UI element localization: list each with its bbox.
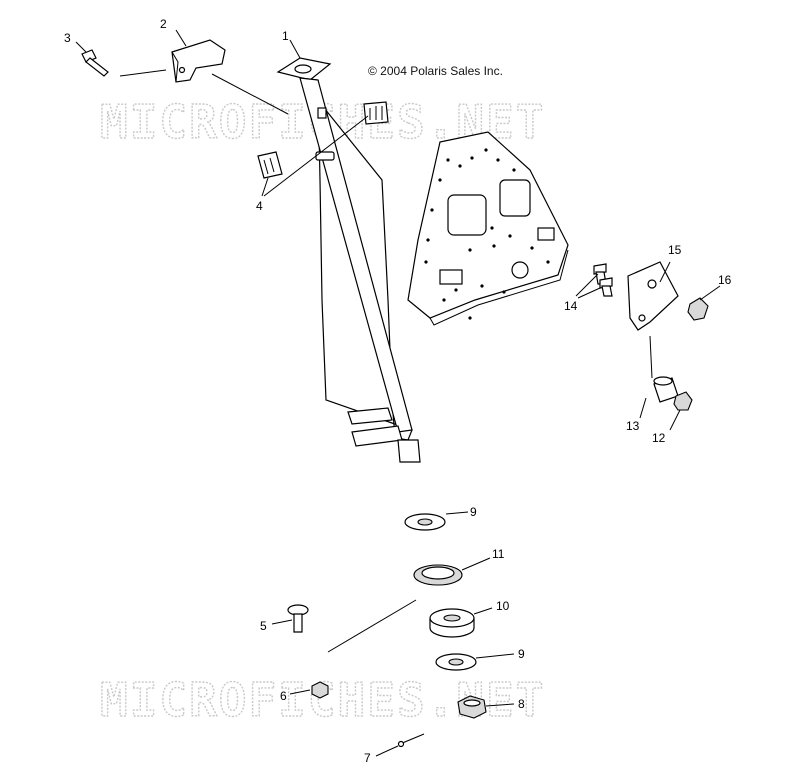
callout-11: 11 — [492, 547, 505, 561]
callout-13: 13 — [626, 419, 640, 433]
spacer-10 — [429, 608, 475, 638]
steering-post — [276, 57, 421, 463]
washer-9b — [435, 653, 477, 671]
callout-14: 14 — [564, 299, 578, 313]
bearing-11 — [413, 564, 463, 586]
callout-5: 5 — [260, 619, 267, 633]
bolt-14b — [599, 277, 613, 297]
callout-16: 16 — [718, 273, 732, 287]
callout-12: 12 — [652, 431, 666, 445]
callout-9b: 9 — [518, 647, 525, 661]
bracket-15 — [627, 261, 679, 331]
bushing-4b — [257, 151, 283, 179]
nut-12 — [673, 391, 693, 411]
callout-8: 8 — [518, 697, 525, 711]
callout-1: 1 — [282, 29, 289, 43]
callout-15: 15 — [668, 243, 682, 257]
copyright-text: © 2004 Polaris Sales Inc. — [368, 64, 503, 78]
bolt-3 — [81, 49, 109, 77]
callout-6: 6 — [280, 689, 287, 703]
leader-lines — [75, 29, 721, 757]
callout-10: 10 — [496, 599, 510, 613]
bolt-5 — [287, 604, 309, 633]
callout-9a: 9 — [470, 505, 477, 519]
nut-16 — [687, 297, 709, 321]
callout-2: 2 — [160, 17, 167, 31]
castle-nut-8 — [457, 695, 487, 719]
cotter-pin-7 — [397, 733, 425, 748]
bushing-4a — [363, 101, 389, 125]
callout-7: 7 — [364, 751, 371, 765]
dash-panel — [407, 131, 569, 326]
washer-9a — [404, 513, 446, 531]
clamp — [171, 39, 226, 83]
callout-3: 3 — [64, 31, 71, 45]
bushing-13 — [653, 376, 679, 403]
nut-6 — [311, 681, 329, 699]
callout-4: 4 — [256, 199, 263, 213]
